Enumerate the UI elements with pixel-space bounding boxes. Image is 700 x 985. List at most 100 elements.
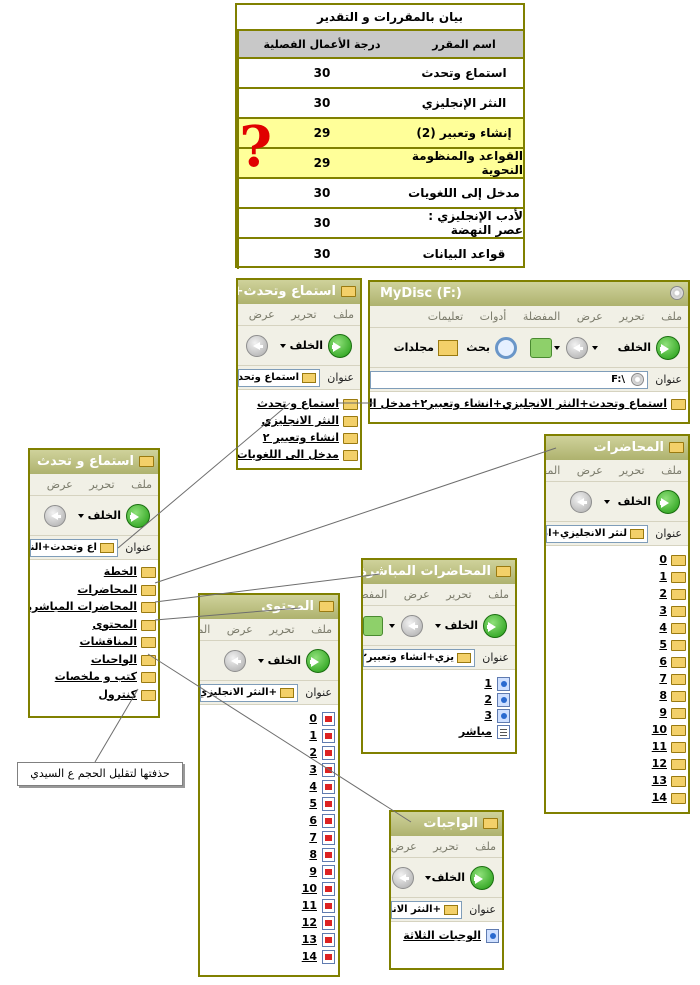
menu-favorites[interactable]: المفضلة	[546, 464, 561, 477]
menu-edit[interactable]: تحرير	[446, 588, 472, 601]
menu-edit[interactable]: تحرير	[269, 623, 295, 636]
back-dropdown-icon[interactable]	[592, 346, 598, 350]
list-item[interactable]: 9	[309, 864, 336, 880]
up-folder-icon[interactable]	[363, 616, 383, 636]
list-item[interactable]: 7	[659, 671, 686, 687]
menu-file[interactable]: ملف	[311, 623, 332, 636]
list-item[interactable]: المحاضرات المباشرة	[30, 599, 156, 615]
titlebar[interactable]: المحاضرات المباشرة	[363, 560, 515, 584]
list-item[interactable]: 2	[309, 745, 336, 761]
back-button[interactable]	[656, 336, 680, 360]
list-item[interactable]: 14	[652, 790, 686, 806]
titlebar[interactable]: المحتوى	[200, 595, 338, 619]
back-label[interactable]: الخلف	[617, 341, 651, 354]
back-dropdown-icon[interactable]	[280, 344, 286, 348]
list-item[interactable]: استماع و تحدث	[257, 396, 358, 412]
titlebar[interactable]: الواجبات	[391, 812, 502, 836]
titlebar[interactable]: المحاضرات	[546, 436, 688, 460]
list-item[interactable]: 7	[309, 830, 336, 846]
list-item[interactable]: 5	[309, 796, 336, 812]
menu-view[interactable]: عرض	[390, 840, 417, 853]
menu-edit[interactable]: تحرير	[291, 308, 317, 321]
forward-button[interactable]	[570, 491, 592, 513]
back-label[interactable]: الخلف	[87, 509, 121, 522]
back-button[interactable]	[306, 649, 330, 673]
back-dropdown-icon[interactable]	[604, 500, 610, 504]
list-item[interactable]: 13	[302, 932, 336, 948]
list-item[interactable]: 3	[309, 762, 336, 778]
back-label[interactable]: الخلف	[444, 619, 478, 632]
list-item[interactable]: 4	[309, 779, 336, 795]
list-item[interactable]: 0	[309, 711, 336, 727]
forward-dropdown-icon[interactable]	[554, 346, 560, 350]
list-item[interactable]: 2	[484, 692, 511, 708]
back-dropdown-icon[interactable]	[435, 624, 441, 628]
menu-view[interactable]: عرض	[576, 310, 603, 323]
address-input[interactable]: يزي+انشاء وتعبير٢+	[363, 649, 475, 667]
titlebar[interactable]: استماع و تحدث	[30, 450, 158, 474]
address-input[interactable]: +النثر الانجليز	[391, 901, 462, 919]
menu-tools[interactable]: أدوات	[479, 310, 507, 323]
forward-button[interactable]	[224, 650, 246, 672]
back-label[interactable]: الخلف	[289, 339, 323, 352]
forward-button[interactable]	[44, 505, 66, 527]
list-item[interactable]: كنترول	[98, 687, 156, 703]
menu-file[interactable]: ملف	[661, 310, 682, 323]
list-item[interactable]: 14	[302, 949, 336, 965]
back-label[interactable]: الخلف	[617, 495, 651, 508]
list-item[interactable]: 12	[652, 756, 686, 772]
address-input[interactable]: استماع وتحدث	[238, 369, 320, 387]
forward-button[interactable]	[401, 615, 423, 637]
list-item[interactable]: المحتوى	[92, 617, 156, 633]
menu-edit[interactable]: تحرير	[619, 310, 645, 323]
list-item[interactable]: 6	[309, 813, 336, 829]
list-item[interactable]: 10	[652, 722, 686, 738]
list-item[interactable]: 11	[652, 739, 686, 755]
list-item[interactable]: مباشر	[459, 724, 511, 740]
list-item[interactable]: الخطة	[104, 564, 156, 580]
menu-file[interactable]: ملف	[333, 308, 354, 321]
list-item[interactable]: كتب و ملخصات	[55, 669, 156, 685]
back-dropdown-icon[interactable]	[425, 876, 431, 880]
list-item[interactable]: انشاء وتعبير ٢	[263, 430, 358, 446]
list-item[interactable]: 13	[652, 773, 686, 789]
list-item[interactable]: الوجبات الثلاثة	[403, 928, 500, 944]
forward-button[interactable]	[392, 867, 414, 889]
back-button[interactable]	[328, 334, 352, 358]
list-item[interactable]: 6	[659, 654, 686, 670]
list-item[interactable]: 1	[484, 676, 511, 692]
list-item[interactable]: 2	[659, 586, 686, 602]
titlebar[interactable]: استماع وتحدث+ال	[238, 280, 360, 304]
list-item[interactable]: 4	[659, 620, 686, 636]
back-button[interactable]	[126, 504, 150, 528]
list-item[interactable]: النثر الانجليزي	[262, 413, 358, 429]
menu-view[interactable]: عرض	[46, 478, 73, 491]
list-item[interactable]: 0	[659, 552, 686, 568]
list-item[interactable]: 9	[659, 705, 686, 721]
folders-label[interactable]: مجلدات	[393, 341, 434, 354]
address-input[interactable]: F:\	[370, 371, 648, 389]
search-icon[interactable]	[495, 337, 517, 359]
list-item[interactable]: 8	[659, 688, 686, 704]
back-dropdown-icon[interactable]	[78, 514, 84, 518]
menu-edit[interactable]: تحرير	[619, 464, 645, 477]
back-label[interactable]: الخلف	[431, 871, 465, 884]
menu-edit[interactable]: تحرير	[89, 478, 115, 491]
menu-help[interactable]: تعليمات	[427, 310, 464, 323]
address-input[interactable]: لنثر الانجليزي+انشا	[546, 525, 648, 543]
menu-view[interactable]: عرض	[403, 588, 430, 601]
list-item[interactable]: 11	[302, 898, 336, 914]
list-item[interactable]: مدخل الى اللغويات	[238, 447, 358, 463]
menu-file[interactable]: ملف	[475, 840, 496, 853]
forward-dropdown-icon[interactable]	[389, 624, 395, 628]
titlebar-mydisc[interactable]: MyDisc (F:)	[370, 282, 688, 306]
list-item[interactable]: 10	[302, 881, 336, 897]
back-button[interactable]	[656, 490, 680, 514]
menu-view[interactable]: عرض	[226, 623, 253, 636]
forward-button[interactable]	[566, 337, 588, 359]
folders-icon[interactable]	[438, 340, 458, 356]
forward-button[interactable]	[246, 335, 268, 357]
list-item[interactable]: استماع وتحدث+النثر الانجليزي+انشاء وتعبي…	[370, 396, 686, 412]
menu-view[interactable]: عرض	[576, 464, 603, 477]
back-button[interactable]	[483, 614, 507, 638]
